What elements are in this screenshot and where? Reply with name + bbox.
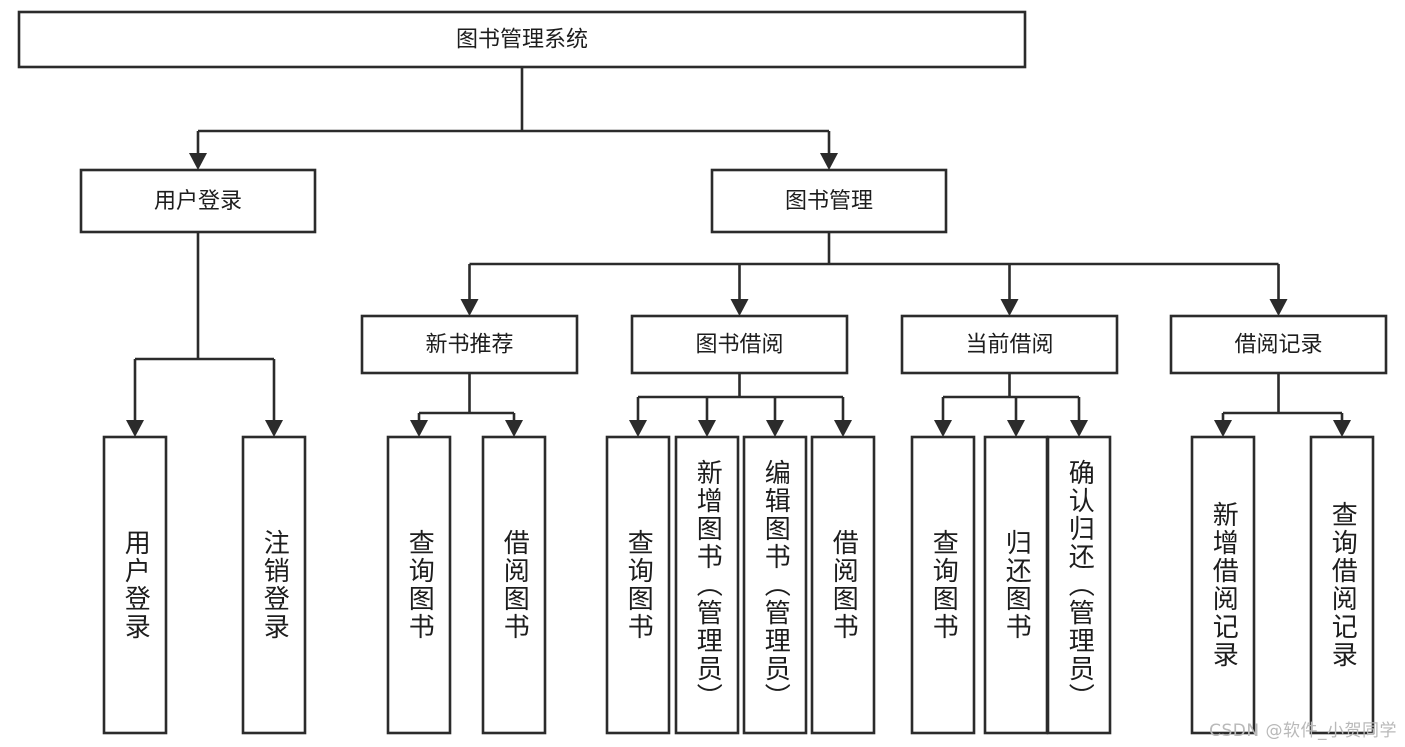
- edges-layer: [126, 67, 1351, 437]
- node-box-leaf-logout[interactable]: [241, 435, 307, 735]
- node-box-user-login[interactable]: [79, 168, 317, 234]
- edge-arrowhead: [1070, 420, 1088, 437]
- edge-arrowhead: [834, 420, 852, 437]
- edge-arrowhead: [1269, 299, 1288, 316]
- edge-arrowhead: [505, 420, 523, 437]
- edge-arrowhead: [629, 420, 647, 437]
- edge-arrowhead: [698, 420, 716, 437]
- edge-arrowhead: [1214, 420, 1232, 437]
- node-label-current-borrow: 当前借阅: [965, 333, 1053, 358]
- node-box-leaf-borrow-book-2[interactable]: [810, 435, 876, 735]
- node-box-leaf-add-record[interactable]: [1190, 435, 1256, 735]
- edge-arrowhead: [189, 153, 207, 170]
- edge-arrowhead: [820, 153, 838, 170]
- node-box-leaf-borrow-book-1[interactable]: [481, 435, 547, 735]
- node-box-leaf-query-record[interactable]: [1309, 435, 1375, 735]
- node-box-leaf-confirm-return[interactable]: [1046, 435, 1112, 735]
- node-box-leaf-query-book-3[interactable]: [910, 435, 976, 735]
- node-box-leaf-add-book[interactable]: [674, 435, 740, 735]
- node-label-borrow-record: 借阅记录: [1234, 333, 1322, 358]
- edge-arrowhead: [1000, 299, 1019, 316]
- watermark-text: CSDN @软件_小贺同学: [1209, 721, 1397, 741]
- edge-arrowhead: [1007, 420, 1025, 437]
- edge-arrowhead: [126, 420, 144, 437]
- node-box-leaf-return-book[interactable]: [983, 435, 1049, 735]
- edge-arrowhead: [1333, 420, 1351, 437]
- edge-arrowhead: [460, 299, 479, 316]
- node-box-current-borrow[interactable]: [900, 314, 1119, 375]
- node-label-root: 图书管理系统: [456, 28, 588, 53]
- node-box-root[interactable]: [17, 10, 1027, 69]
- edge-arrowhead: [766, 420, 784, 437]
- edge-arrowhead: [410, 420, 428, 437]
- node-box-leaf-edit-book[interactable]: [742, 435, 808, 735]
- edge-arrowhead: [730, 299, 749, 316]
- node-box-book-borrow[interactable]: [630, 314, 849, 375]
- node-box-leaf-query-book-1[interactable]: [386, 435, 452, 735]
- node-label-user-login: 用户登录: [154, 189, 242, 214]
- node-box-new-book-rec[interactable]: [360, 314, 579, 375]
- node-box-leaf-user-login[interactable]: [102, 435, 168, 735]
- node-label-new-book-rec: 新书推荐: [425, 333, 513, 358]
- edge-arrowhead: [934, 420, 952, 437]
- node-box-borrow-record[interactable]: [1169, 314, 1388, 375]
- node-label-book-manage: 图书管理: [785, 189, 873, 214]
- node-box-leaf-query-book-2[interactable]: [605, 435, 671, 735]
- node-box-book-manage[interactable]: [710, 168, 948, 234]
- boxes-layer: [17, 10, 1388, 735]
- node-label-book-borrow: 图书借阅: [695, 333, 783, 358]
- edge-arrowhead: [265, 420, 283, 437]
